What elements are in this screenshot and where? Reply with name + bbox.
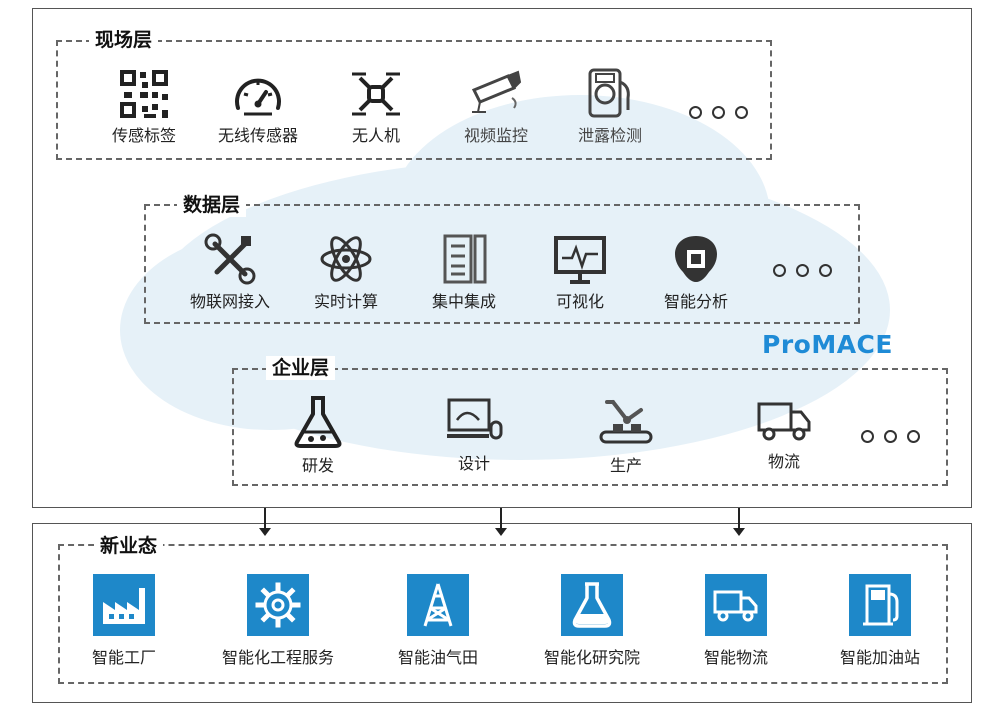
data-item-label: 实时计算 — [313, 292, 378, 311]
fuel-pump-icon — [863, 584, 899, 626]
field-item-label: 无人机 — [351, 126, 400, 145]
data-item-label: 智能分析 — [663, 292, 728, 311]
gear-icon — [255, 582, 301, 628]
enterprise-item-label: 生产 — [609, 456, 642, 475]
fuel-pump-tile — [849, 574, 911, 636]
new-business-frame — [32, 523, 972, 703]
oil-derrick-icon — [423, 583, 453, 627]
enterprise-layer-box — [232, 368, 948, 486]
data-item-label: 物联网接入 — [189, 292, 270, 311]
monitor-icon — [554, 236, 606, 284]
camera-icon — [471, 70, 522, 113]
field-item-label: 无线传感器 — [217, 126, 298, 145]
new-business-item-label: 智能化研究院 — [543, 648, 640, 667]
data-more-indicator — [768, 262, 837, 281]
brand-logo-text: ProMACE — [762, 330, 893, 359]
field-item-leak-detection: 泄露检测 — [550, 66, 670, 146]
field-item-label: 泄露检测 — [577, 126, 642, 145]
enterprise-item-design: 设计 — [414, 396, 534, 474]
qr-code-icon — [120, 70, 168, 118]
field-item-label: 传感标签 — [111, 126, 176, 145]
down-arrow-1 — [259, 508, 271, 536]
new-business-title: 新业态 — [94, 534, 164, 558]
integration-icon — [443, 234, 487, 284]
factory-tile — [93, 574, 155, 636]
field-item-label: 视频监控 — [463, 126, 528, 145]
enterprise-more-indicator — [856, 428, 925, 447]
data-item-realtime-compute: 实时计算 — [286, 232, 406, 312]
new-business-item-smart-logistics: 智能物流 — [676, 574, 796, 668]
truck-icon — [757, 402, 811, 441]
cloud-background-bump-left — [120, 230, 420, 430]
tools-icon — [204, 233, 256, 285]
new-business-item-label: 智能加油站 — [839, 648, 920, 667]
factory-icon — [103, 588, 145, 624]
new-business-box — [58, 544, 948, 684]
new-business-item-label: 智能油气田 — [397, 648, 478, 667]
field-more-indicator — [684, 104, 753, 123]
enterprise-layer-title: 企业层 — [266, 356, 336, 380]
truck-tile — [705, 574, 767, 636]
field-item-drone: 无人机 — [316, 68, 436, 146]
derrick-tile — [407, 574, 469, 636]
gear-tile — [247, 574, 309, 636]
new-business-item-smart-factory: 智能工厂 — [64, 574, 184, 668]
enterprise-item-production: 生产 — [566, 394, 686, 476]
field-item-wireless-sensor: 无线传感器 — [198, 68, 318, 146]
enterprise-item-label: 物流 — [767, 452, 800, 471]
architecture-frame — [32, 8, 972, 508]
data-layer-title: 数据层 — [177, 193, 247, 217]
brain-icon — [675, 236, 717, 282]
flask-tile — [561, 574, 623, 636]
data-layer-box — [144, 204, 860, 324]
truck-icon — [713, 590, 758, 622]
field-item-sensor-tag: 传感标签 — [84, 68, 204, 146]
data-item-integration: 集中集成 — [404, 232, 524, 312]
field-item-video-monitor: 视频监控 — [436, 68, 556, 146]
new-business-item-label: 智能物流 — [703, 648, 768, 667]
cloud-background-bump — [390, 95, 770, 335]
data-item-smart-analysis: 智能分析 — [636, 232, 756, 312]
robot-arm-icon — [599, 400, 653, 444]
flask-icon — [572, 582, 612, 628]
new-business-item-label: 智能工厂 — [91, 648, 156, 667]
atom-icon — [320, 236, 372, 282]
data-item-iot-access: 物联网接入 — [170, 232, 290, 312]
new-business-item-engineering-service: 智能化工程服务 — [218, 574, 338, 668]
new-business-item-gas-station: 智能加油站 — [820, 574, 940, 668]
leak-detector-icon — [588, 68, 630, 118]
enterprise-item-label: 研发 — [301, 456, 334, 475]
down-arrow-3 — [733, 508, 745, 536]
new-business-item-label: 智能化工程服务 — [221, 648, 334, 667]
data-item-label: 可视化 — [555, 292, 604, 311]
new-business-item-research-institute: 智能化研究院 — [532, 574, 652, 668]
design-screen-icon — [447, 398, 503, 440]
flask-icon — [294, 396, 342, 448]
down-arrow-2 — [495, 508, 507, 536]
enterprise-item-label: 设计 — [457, 454, 490, 473]
field-layer-title: 现场层 — [89, 28, 159, 52]
enterprise-item-rnd: 研发 — [258, 394, 378, 476]
drone-icon — [352, 72, 400, 116]
new-business-item-oil-field: 智能油气田 — [378, 574, 498, 668]
data-item-label: 集中集成 — [431, 292, 496, 311]
gauge-icon — [235, 78, 281, 116]
data-item-visualization: 可视化 — [520, 232, 640, 312]
enterprise-item-logistics: 物流 — [724, 398, 844, 472]
field-layer-box — [56, 40, 772, 160]
